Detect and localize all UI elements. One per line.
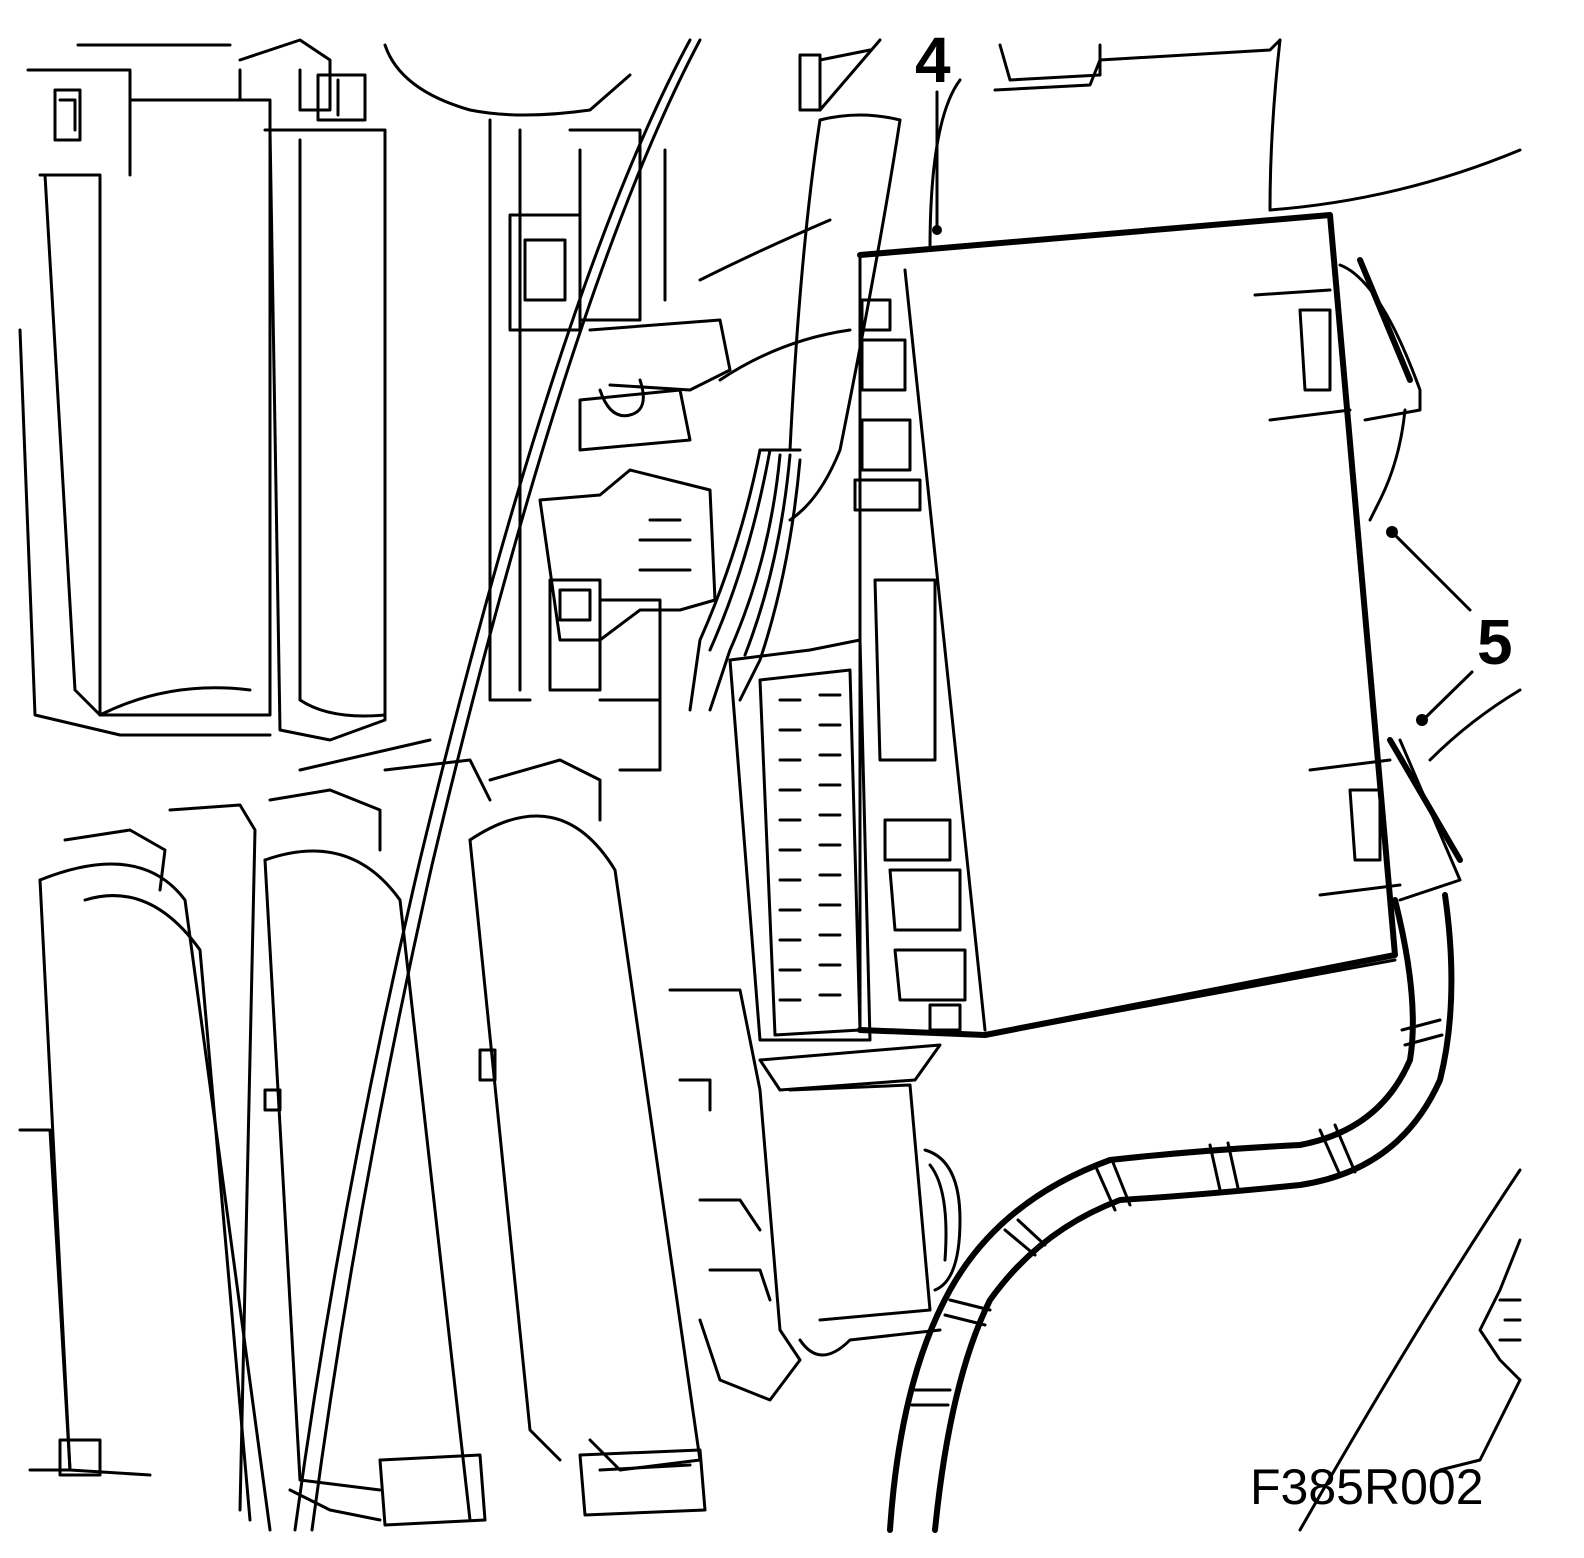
middle-connectors: [538, 468, 717, 772]
leader-dot-4: [932, 225, 942, 235]
control-unit-4: [853, 212, 1463, 1038]
callout-label-5: 5: [1477, 606, 1513, 678]
callout-label-4: 4: [915, 24, 951, 96]
callout-leaders: [932, 90, 1474, 726]
figure-code: F385R002: [1250, 1459, 1484, 1515]
leader-dot-5a: [1386, 526, 1398, 538]
top-center-connectors: [488, 48, 872, 702]
lower-left-modules: [18, 758, 707, 1532]
upper-left-modules: [18, 38, 632, 772]
lower-connector-housing: [668, 988, 962, 1402]
leader-dot-5b: [1416, 714, 1428, 726]
upper-harness: [688, 113, 902, 712]
leader-line-5b: [1423, 670, 1474, 720]
leader-line-5a: [1393, 533, 1472, 612]
diagonal-wire: [293, 38, 702, 1532]
lower-right-contour: [1298, 688, 1522, 1532]
lower-harness: [887, 408, 1455, 1533]
multi-pin-connector: [728, 638, 942, 1092]
